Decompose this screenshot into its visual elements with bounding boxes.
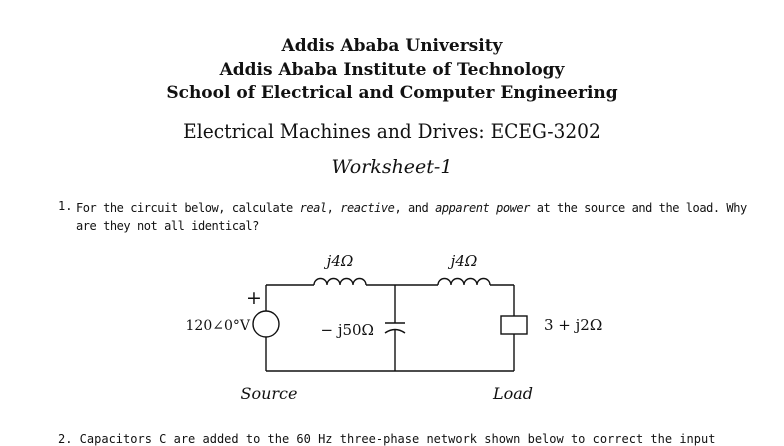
source-label: 120∠0°V — [186, 318, 251, 334]
inductor-2-label: j4Ω — [448, 252, 478, 270]
apparent-power-term: apparent power — [435, 201, 530, 215]
inductor-2 — [437, 277, 491, 286]
source-caption: Source — [241, 384, 298, 403]
question-1-number: 1. — [58, 199, 73, 213]
capacitor-label: − j50Ω — [320, 321, 374, 339]
institute-name: Addis Ababa Institute of Technology — [219, 60, 565, 80]
worksheet-title: Worksheet-1 — [331, 156, 453, 178]
load-label: 3 + j2Ω — [544, 316, 602, 334]
inductor-1-label: j4Ω — [324, 252, 354, 270]
question-1-text-part1: For the circuit below, calculate — [76, 201, 300, 215]
inductor-1 — [313, 277, 367, 286]
load-caption: Load — [492, 384, 533, 403]
question-1-sep2: , and — [394, 201, 436, 215]
university-name: Addis Ababa University — [281, 36, 503, 56]
school-name: School of Electrical and Computer Engine… — [166, 83, 618, 103]
source-plus-sign: + — [246, 287, 262, 309]
voltage-source — [252, 310, 280, 338]
question-1-text-part2: at the source and the load. Why are they… — [76, 201, 747, 233]
real-power-term: real — [299, 201, 328, 215]
reactive-power-term: reactive — [340, 201, 395, 215]
course-title: Electrical Machines and Drives: ECEG-320… — [183, 119, 601, 143]
question-1-sep1: , — [326, 201, 341, 215]
question-2-partial: 2. Capacitors C are added to the 60 Hz t… — [58, 432, 716, 446]
question-1-text: For the circuit below, calculate real, r… — [76, 199, 766, 235]
load-impedance — [500, 315, 528, 335]
